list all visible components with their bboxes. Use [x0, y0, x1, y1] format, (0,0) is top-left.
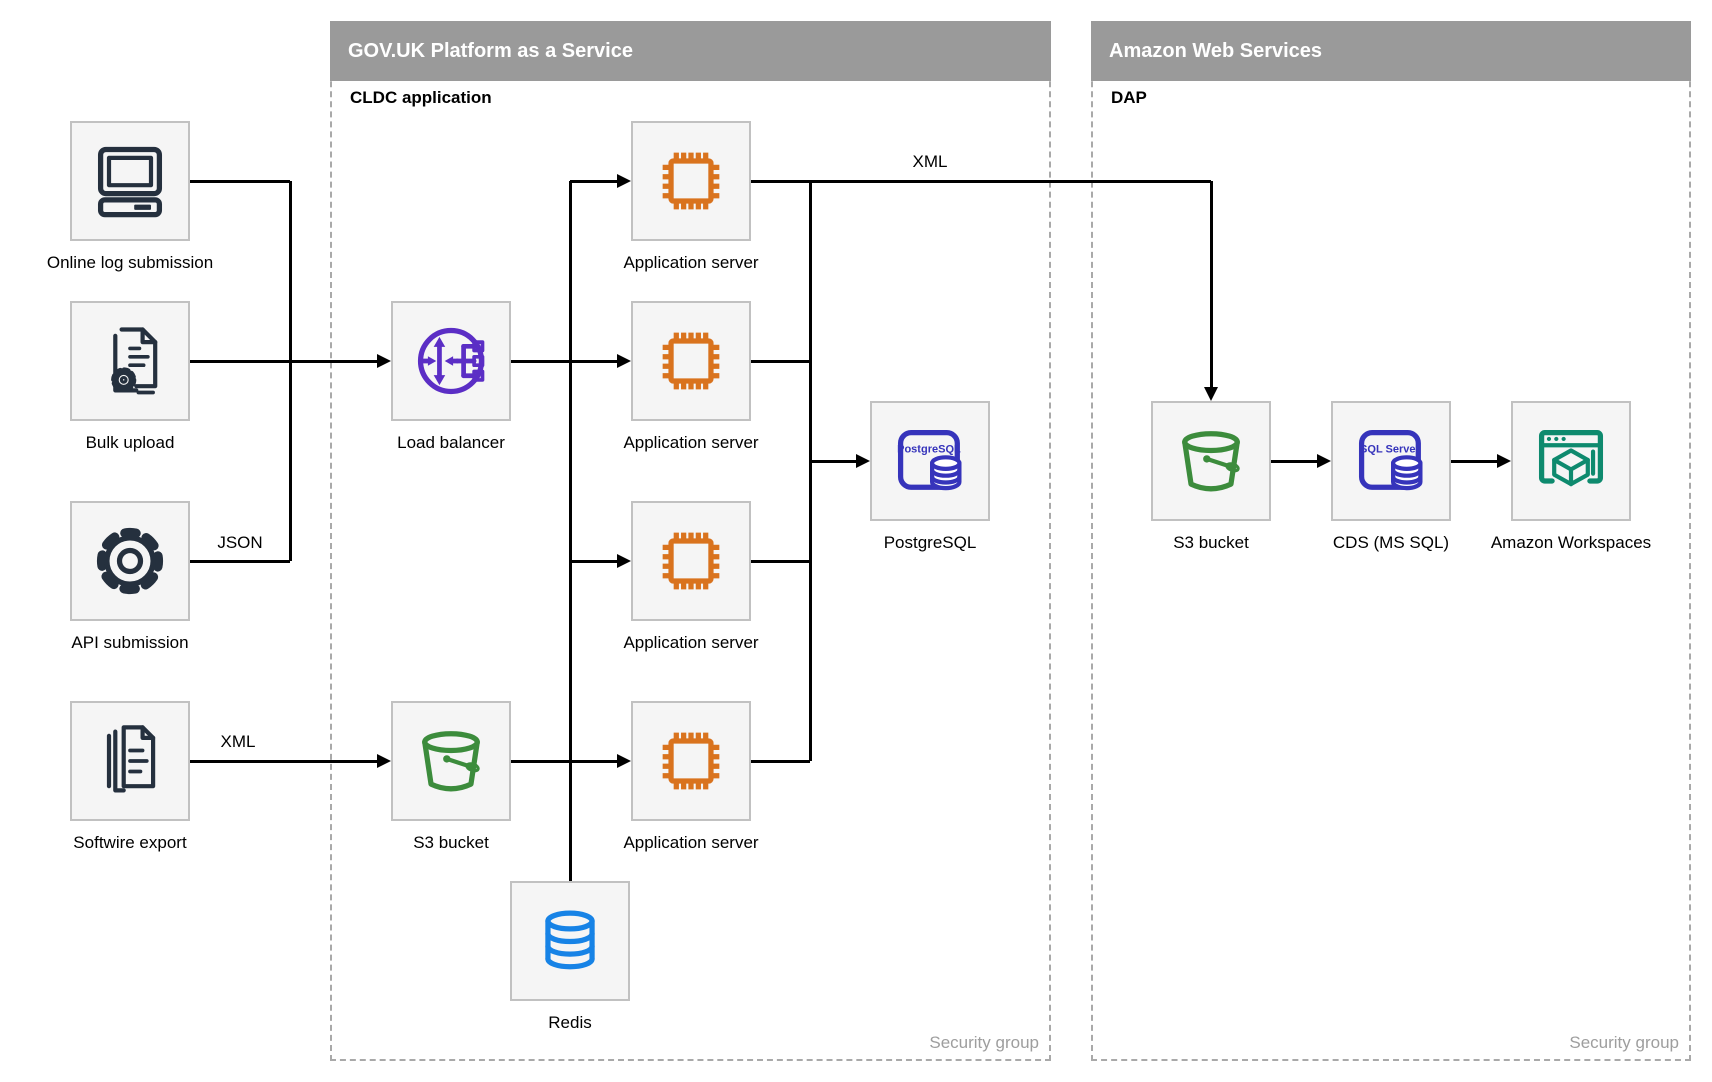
arrowhead-into-app2: [617, 354, 631, 368]
arrowhead-into-workspaces: [1497, 454, 1511, 468]
edge-cds-to-workspaces: [1451, 459, 1498, 463]
node-load-balancer: Load balancer: [391, 301, 511, 452]
node-application-server-1: Application server: [623, 121, 759, 272]
node-label: Bulk upload: [85, 433, 175, 452]
edge-collector-vertical: [808, 181, 812, 761]
edge-s3paas-out: [511, 759, 618, 763]
edge-softwire-to-s3: [190, 759, 378, 763]
edge-xml-down: [1209, 181, 1213, 387]
edge-label-xml-softwire: XML: [220, 732, 256, 751]
node-label: Load balancer: [397, 433, 505, 452]
node-softwire-export: Softwire export: [70, 701, 190, 852]
paas-security-group-label: Security group: [929, 1033, 1039, 1052]
aws-sublabel: DAP: [1111, 88, 1147, 107]
postgresql-badge-text: PostgreSQL: [897, 444, 961, 456]
chip-icon: [662, 332, 720, 390]
node-label: S3 bucket: [1173, 533, 1249, 552]
edge-s3aws-to-cds: [1271, 459, 1318, 463]
edge-api-merge: [190, 559, 290, 563]
desktop-computer-icon: [97, 146, 163, 218]
edge-onlinelog-merge: [190, 179, 290, 183]
chip-icon: [662, 732, 720, 790]
node-label: CDS (MS SQL): [1332, 533, 1450, 552]
node-s3-bucket-aws: S3 bucket: [1151, 401, 1271, 552]
node-label: Softwire export: [73, 833, 187, 852]
arrowhead-into-s3-aws: [1204, 387, 1218, 401]
node-label: Amazon Workspaces: [1490, 533, 1652, 552]
edge-app2-out: [751, 359, 810, 363]
node-online-log-submission: Online log submission: [47, 121, 213, 272]
arrowhead-into-load-balancer: [377, 354, 391, 368]
document-gear-icon: [111, 327, 158, 395]
s3-bucket-icon: [422, 731, 480, 792]
edge-app1-to-aws-xml: [751, 179, 1211, 183]
edge-label-xml-app: XML: [912, 152, 948, 171]
node-label: PostgreSQL: [883, 533, 977, 552]
documents-stack-icon: [106, 725, 156, 793]
arrowhead-into-s3-paas: [377, 754, 391, 768]
edge-to-postgresql: [810, 459, 857, 463]
node-postgresql: PostgreSQL PostgreSQL: [870, 401, 990, 552]
node-amazon-workspaces: Amazon Workspaces: [1491, 401, 1651, 552]
node-label: S3 bucket: [413, 833, 489, 852]
amazon-workspaces-icon: [1538, 430, 1604, 487]
edge-branch-app1: [570, 179, 618, 183]
sql-server-icon: SQL Server: [1358, 430, 1423, 491]
node-label: Online log submission: [46, 253, 214, 272]
arrowhead-into-app1: [617, 174, 631, 188]
s3-bucket-icon: [1182, 431, 1240, 492]
chip-icon: [662, 532, 720, 590]
gear-icon: [96, 527, 164, 595]
edge-label-json: JSON: [217, 533, 263, 552]
edge-distribution-vertical: [568, 181, 572, 881]
node-label: Redis: [548, 1013, 592, 1032]
node-api-submission: API submission: [70, 501, 190, 652]
edge-merge-vertical: [288, 181, 292, 561]
arrowhead-into-app4: [617, 754, 631, 768]
arrowhead-into-postgresql: [856, 454, 870, 468]
node-application-server-4: Application server: [623, 701, 759, 852]
node-bulk-upload: Bulk upload: [70, 301, 190, 452]
node-application-server-2: Application server: [623, 301, 759, 452]
paas-sublabel: CLDC application: [350, 88, 492, 107]
database-icon: [545, 910, 595, 970]
aws-security-group-label: Security group: [1569, 1033, 1679, 1052]
node-label: Application server: [623, 833, 759, 852]
node-label: Application server: [623, 253, 759, 272]
arrowhead-into-cds: [1317, 454, 1331, 468]
edge-app4-out: [751, 759, 810, 763]
node-label: API submission: [71, 633, 189, 652]
node-label: Application server: [623, 633, 759, 652]
aws-header: Amazon Web Services: [1091, 21, 1691, 81]
node-label: Application server: [623, 433, 759, 452]
edge-app3-out: [751, 559, 810, 563]
edge-lb-out: [511, 359, 618, 363]
postgresql-icon: PostgreSQL: [897, 430, 962, 491]
node-cds-mssql: SQL Server CDS (MS SQL): [1331, 401, 1451, 552]
edge-bulk-to-lb: [190, 359, 378, 363]
paas-header: GOV.UK Platform as a Service: [330, 21, 1051, 81]
node-redis: Redis: [510, 881, 630, 1032]
load-balancer-icon: [417, 327, 485, 395]
sql-server-badge-text: SQL Server: [1360, 444, 1421, 456]
arrowhead-into-app3: [617, 554, 631, 568]
paas-container: GOV.UK Platform as a Service CLDC applic…: [330, 21, 1051, 1061]
edge-branch-app3: [570, 559, 618, 563]
aws-container: Amazon Web Services DAP Security group: [1091, 21, 1691, 1061]
node-application-server-3: Application server: [623, 501, 759, 652]
node-s3-bucket-paas: S3 bucket: [391, 701, 511, 852]
chip-icon: [662, 152, 720, 210]
